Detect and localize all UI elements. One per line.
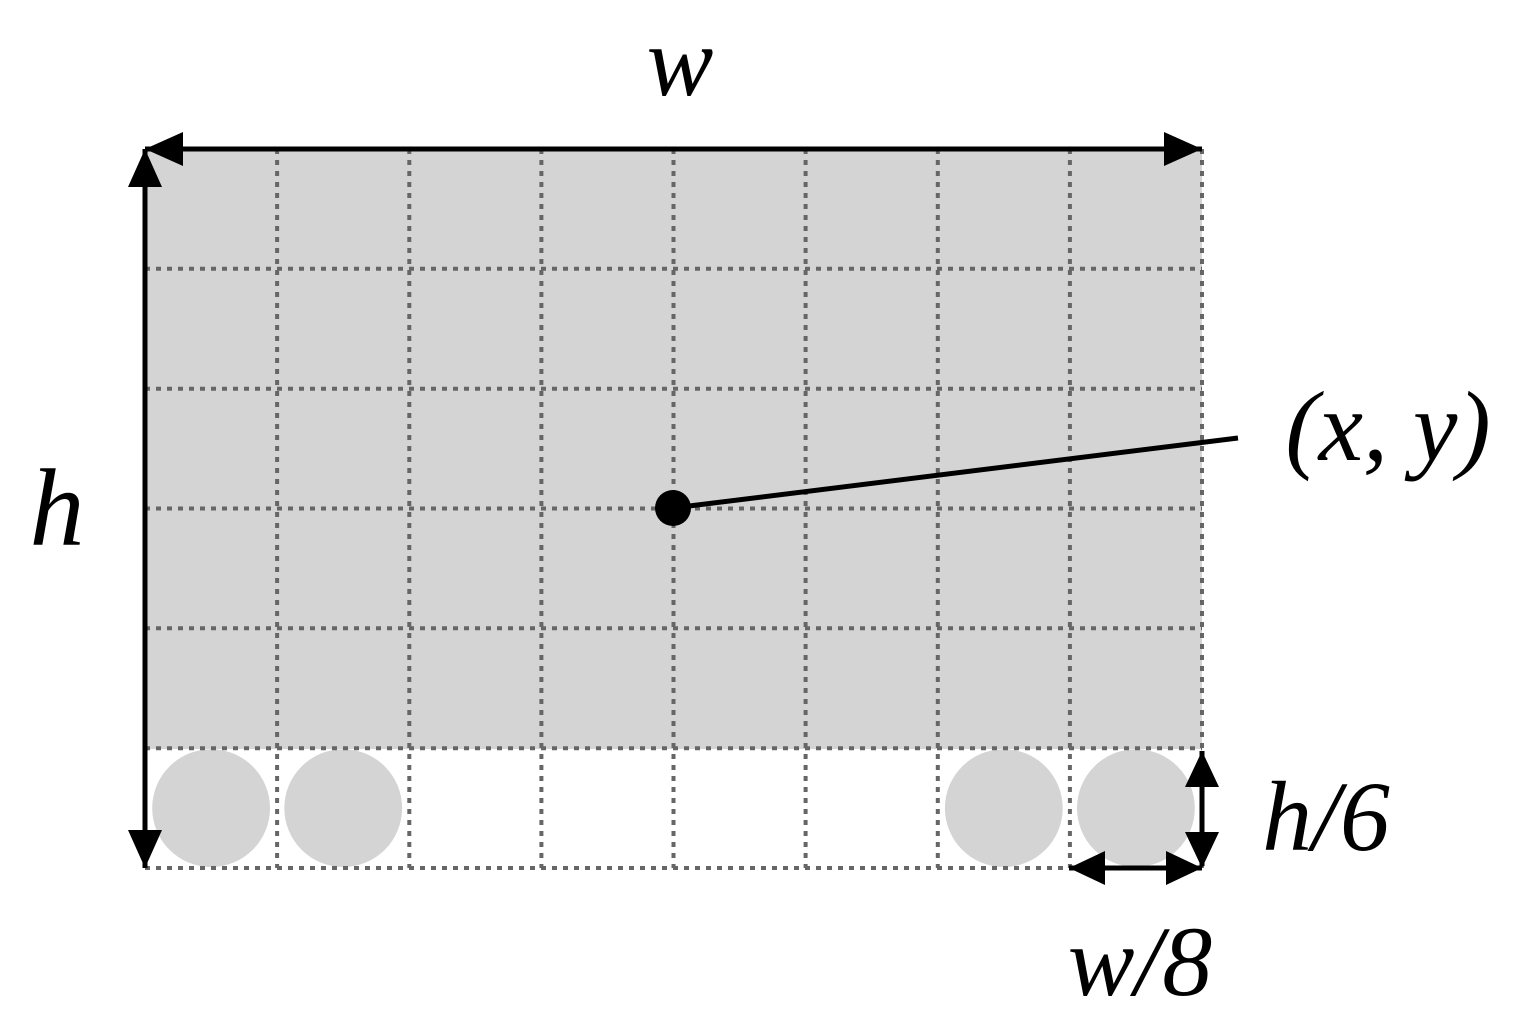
bottom-circle-2 bbox=[284, 749, 403, 867]
height-arrow-top-head bbox=[128, 149, 162, 187]
cell-height-arrow-top-head bbox=[1185, 751, 1219, 787]
point-leader-line bbox=[672, 435, 1239, 511]
cell-height-arrow-bottom-head bbox=[1185, 832, 1219, 868]
bottom-circle-7 bbox=[944, 749, 1063, 867]
point-label: (x, y) bbox=[1285, 371, 1490, 482]
cell-width-label: w/8 bbox=[1068, 906, 1212, 1017]
bottom-circle-8 bbox=[1077, 749, 1195, 867]
height-arrow-bottom-head bbox=[128, 830, 162, 868]
width-label: w bbox=[647, 6, 714, 117]
cell-height-label: h/6 bbox=[1262, 761, 1390, 872]
width-arrow-left-head bbox=[145, 132, 183, 166]
dotted-grid bbox=[145, 149, 1204, 870]
cell-width-arrow-left-head bbox=[1069, 851, 1105, 885]
bottom-circle-1 bbox=[152, 749, 270, 867]
height-label: h bbox=[30, 447, 85, 569]
width-arrow-right-head bbox=[1164, 132, 1202, 166]
bottom-row-circles bbox=[152, 749, 1195, 867]
center-point bbox=[655, 490, 691, 526]
cell-width-arrow-right-head bbox=[1166, 851, 1202, 885]
